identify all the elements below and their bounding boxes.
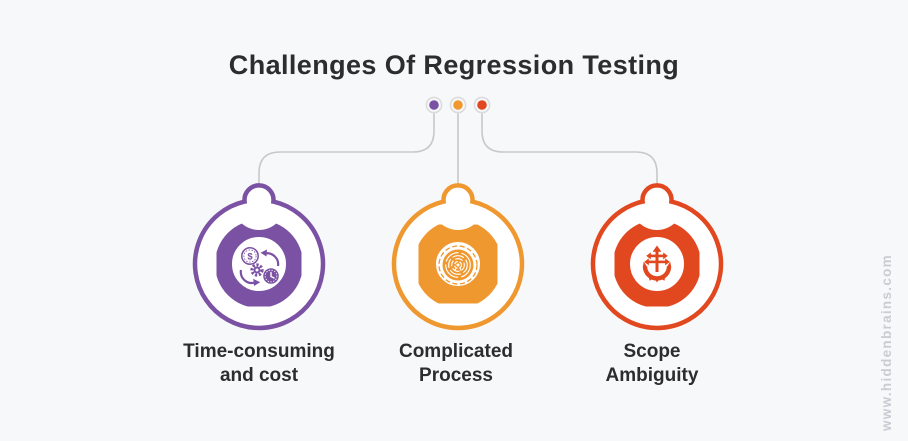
- dot-icon: [477, 100, 487, 110]
- connector-line-right: [481, 112, 658, 184]
- gear-icon: [250, 263, 264, 277]
- dot-ring-icon: [449, 96, 467, 114]
- dot-icon: [429, 100, 439, 110]
- legend-dot-orange: [449, 96, 467, 114]
- connector-lines: [258, 112, 658, 184]
- label-line: Scope: [623, 341, 681, 362]
- label-line: Ambiguity: [605, 365, 699, 387]
- legend-dot-red: [473, 96, 491, 114]
- dot-ring-icon: [473, 96, 491, 114]
- anchor-arrows-icon: [642, 245, 672, 283]
- page-title: Challenges Of Regression Testing: [228, 50, 680, 80]
- item-circle-complicated-process: [388, 180, 528, 344]
- pendant-ring: [414, 220, 502, 308]
- item-circle-scope-ambiguity: [587, 180, 727, 344]
- clock-icon: [263, 268, 279, 284]
- dollar-coin-icon: $: [241, 247, 259, 265]
- label-line: Complicated: [398, 341, 514, 362]
- pendant-ring: [215, 220, 303, 308]
- legend-dot-purple: [425, 96, 443, 114]
- item-circle-time-consuming: $: [189, 180, 329, 344]
- maze-icon: [438, 245, 478, 285]
- connector-line-left: [258, 112, 435, 184]
- dot-icon: [453, 100, 463, 110]
- label-line: Time-consuming: [183, 341, 335, 362]
- item-label-scope-ambiguity: Scope Ambiguity: [532, 340, 772, 388]
- cycle-arrow-bottom-icon: [239, 269, 261, 286]
- cycle-arrow-top-icon: [260, 249, 280, 267]
- pendant-ring: [613, 220, 701, 308]
- watermark-url: www.hiddenbrains.com: [879, 253, 894, 431]
- item-label-complicated-process: Complicated Process: [336, 340, 576, 388]
- svg-text:$: $: [247, 251, 253, 262]
- time-money-cycle-icon: $: [239, 247, 280, 286]
- item-label-time-consuming: Time-consuming and cost: [139, 340, 379, 388]
- label-line: and cost: [219, 365, 299, 387]
- label-line: Process: [419, 365, 493, 387]
- dot-ring-icon: [425, 96, 443, 114]
